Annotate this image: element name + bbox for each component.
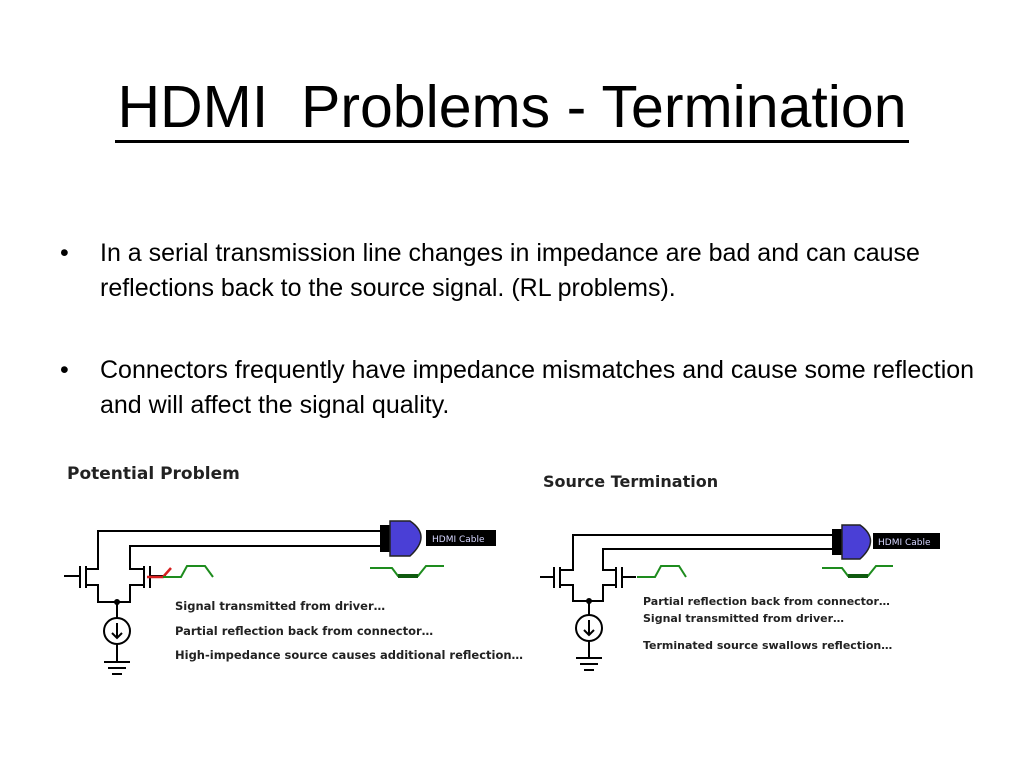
driver-circuit: [64, 530, 384, 675]
signal-waveform-near: [163, 565, 214, 578]
bullet-list: • In a serial transmission line changes …: [60, 236, 980, 470]
connector-plug: [832, 529, 842, 555]
wire-second: [129, 545, 384, 568]
note-line: Signal transmitted from driver…: [175, 599, 385, 613]
junction-dot: [586, 598, 592, 604]
terminated-driver-circuit: [540, 534, 836, 671]
hdmi-connector-icon: [389, 520, 422, 557]
hdmi-connector-icon: [841, 524, 872, 560]
potential-problem-heading: Potential Problem: [67, 464, 240, 484]
note-line: Terminated source swallows reflection…: [643, 639, 892, 652]
note-line: Signal transmitted from driver…: [643, 612, 844, 625]
slide-title: HDMI Problems - Termination: [0, 72, 1024, 143]
hdmi-cable-label: HDMI Cable: [432, 535, 485, 545]
bullet-dot: •: [60, 239, 69, 267]
wire-second: [602, 548, 836, 567]
bullet-item: • Connectors frequently have impedance m…: [60, 353, 980, 423]
source-termination-diagram: Source Termination: [540, 472, 940, 671]
note-line: High-impedance source causes additional …: [175, 648, 523, 662]
wire-top: [97, 530, 384, 568]
signal-waveform-near: [637, 565, 687, 578]
connector-plug: [380, 525, 390, 552]
hdmi-cable: [426, 530, 496, 546]
junction-dot: [114, 599, 120, 605]
bullet-dot: •: [60, 356, 69, 384]
note-line: Partial reflection back from connector…: [175, 624, 433, 638]
hdmi-cable-label: HDMI Cable: [878, 538, 931, 548]
slide-title-text: HDMI Problems - Termination: [115, 74, 909, 143]
wire-top: [572, 534, 836, 567]
hdmi-cable: [873, 533, 940, 549]
note-line: Partial reflection back from connector…: [643, 595, 890, 608]
bullet-item: • In a serial transmission line changes …: [60, 236, 980, 306]
bullet-text: Connectors frequently have impedance mis…: [100, 356, 975, 419]
source-termination-heading: Source Termination: [543, 472, 718, 491]
bullet-text: In a serial transmission line changes in…: [100, 239, 920, 302]
potential-problem-diagram: Potential Problem: [64, 464, 523, 675]
